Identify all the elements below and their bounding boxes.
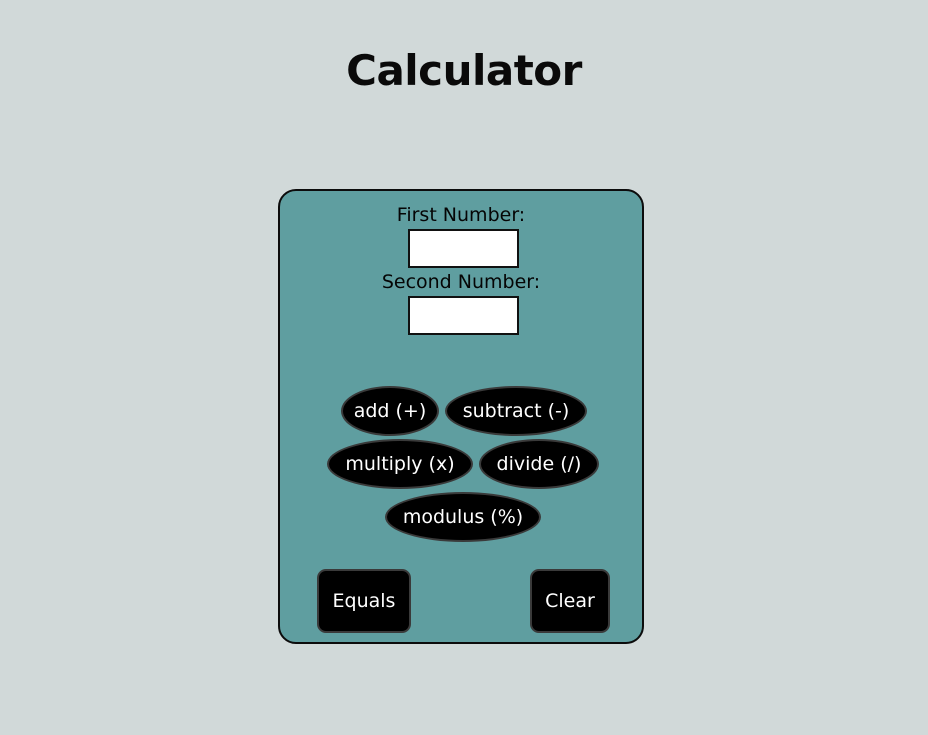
clear-button[interactable]: Clear [530, 569, 610, 633]
modulus-button[interactable]: modulus (%) [385, 492, 541, 542]
second-number-input[interactable] [408, 296, 519, 335]
add-button[interactable]: add (+) [341, 386, 439, 436]
equals-button[interactable]: Equals [317, 569, 411, 633]
divide-button[interactable]: divide (/) [479, 439, 599, 489]
second-number-label: Second Number: [381, 271, 541, 293]
first-number-label: First Number: [396, 204, 526, 226]
subtract-button[interactable]: subtract (-) [445, 386, 587, 436]
first-number-input[interactable] [408, 229, 519, 268]
multiply-button[interactable]: multiply (x) [327, 439, 473, 489]
page-title: Calculator [346, 46, 582, 95]
calculator-panel: First Number: Second Number: add (+) sub… [278, 189, 644, 644]
